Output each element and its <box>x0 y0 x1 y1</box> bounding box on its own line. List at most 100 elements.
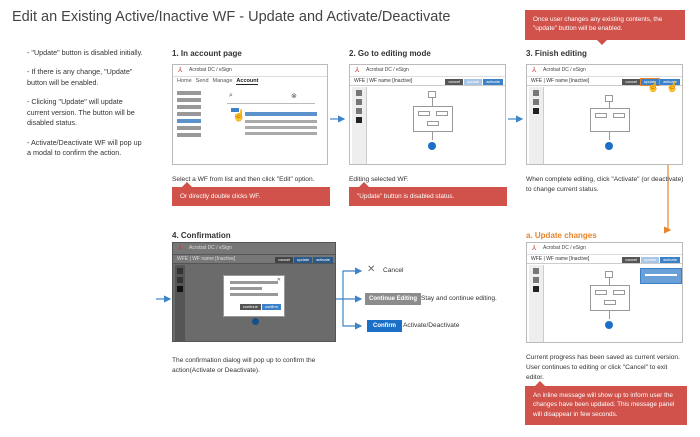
step2-header: 2. Go to editing mode <box>349 49 431 58</box>
flow-group[interactable] <box>413 106 453 132</box>
hand-cursor-icon: ☝ <box>666 82 679 93</box>
step3-desc: When complete editing, click "Activate" … <box>526 176 684 193</box>
step2-desc: Editing selected WF. <box>349 176 409 183</box>
outcome-continue-label: Stay and continue editing. <box>421 295 497 302</box>
acrobat-logo-icon: ⅄ <box>355 67 360 74</box>
table-row[interactable] <box>245 132 317 135</box>
hand-cursor-icon: ☝ <box>647 82 660 93</box>
table-row[interactable] <box>245 120 317 123</box>
activate-button[interactable]: activate <box>660 79 680 85</box>
cancel-button[interactable]: cancel <box>445 79 463 85</box>
hand-cursor-icon: ☝ <box>232 110 246 122</box>
note-item: - If there is any change, "Update" butto… <box>27 67 133 87</box>
update-button-enabled[interactable]: update <box>639 78 661 86</box>
flow-node[interactable] <box>595 290 607 295</box>
stepA-mockup: ⅄Acrobat DC / eSign WFE | WF name [Inact… <box>526 242 683 343</box>
nav-home[interactable]: Home <box>177 78 192 84</box>
settings-icon[interactable]: ⊗ <box>291 93 297 100</box>
edit-option[interactable] <box>231 108 239 112</box>
flow-end-dot <box>252 318 259 325</box>
step3-mockup: ⅄Acrobat DC / eSign WFE | WF name [Inact… <box>526 64 683 165</box>
flow-node[interactable] <box>604 300 616 305</box>
activate-button[interactable]: activate <box>313 257 333 263</box>
step4-desc: The confirmation dialog will pop up to c… <box>172 357 316 374</box>
close-icon[interactable]: ✕ <box>276 277 281 283</box>
flow-end-dot <box>605 321 613 329</box>
app-bar: ⅄Acrobat DC / eSign <box>527 243 682 255</box>
flow-end-dot <box>605 142 613 150</box>
update-button-disabled[interactable]: update <box>640 257 660 263</box>
search-icon[interactable]: ⌕ <box>229 92 233 99</box>
notes-list: - "Update" button is disabled initially.… <box>27 48 147 168</box>
activate-button[interactable]: activate <box>660 257 680 263</box>
step2-mockup: ⅄Acrobat DC / eSign WFE | WF name [Inact… <box>349 64 506 165</box>
confirm-outcome-button[interactable]: Confirm <box>367 320 402 332</box>
step4-mockup: ⅄Acrobat DC / eSign WFE | WF name [Inact… <box>172 242 336 342</box>
continue-button[interactable]: continue <box>239 304 261 310</box>
flow-end-dot <box>428 142 436 150</box>
step3-header: 3. Finish editing <box>526 49 587 58</box>
step4-header: 4. Confirmation <box>172 231 231 240</box>
outcome-confirm-label: Activate/Deactivate <box>403 322 460 329</box>
nav-manage[interactable]: Manage <box>212 78 233 84</box>
acrobat-logo-icon: ⅄ <box>178 245 183 252</box>
account-sidebar <box>177 91 201 151</box>
selected-wf-row[interactable] <box>245 112 317 116</box>
tool-panel <box>352 87 367 164</box>
stepA-desc: Current progress has been saved as curre… <box>526 354 680 381</box>
flow-node[interactable] <box>418 111 430 116</box>
arrow-to-cancel <box>336 267 363 300</box>
cancel-button[interactable]: cancel <box>275 257 293 263</box>
flow-node[interactable] <box>605 271 613 278</box>
flow-group[interactable] <box>590 285 630 311</box>
tool-panel <box>529 87 544 164</box>
step1-desc: Select a WF from list and then click "Ed… <box>172 176 315 183</box>
nav-account[interactable]: Account <box>236 78 259 85</box>
step1-header: 1. In account page <box>172 49 242 58</box>
stepA-callout: An inline message will show up to inform… <box>525 381 687 425</box>
flow-group[interactable] <box>590 108 630 132</box>
flow-node[interactable] <box>605 95 613 102</box>
app-bar: ⅄Acrobat DC / eSign <box>173 243 335 255</box>
note-item: - Clicking "Update" will update current … <box>27 97 135 128</box>
tool-panel <box>529 265 544 342</box>
flow-node[interactable] <box>436 111 448 116</box>
arrow-to-confirm <box>342 299 363 330</box>
cancel-x-icon: ✕ <box>367 264 376 275</box>
step1-callout: Or directly double clicks WF. <box>172 182 330 206</box>
app-bar: ⅄Acrobat DC / eSign <box>350 65 505 77</box>
acrobat-logo-icon: ⅄ <box>532 245 537 252</box>
cancel-button[interactable]: cancel <box>622 257 640 263</box>
flow-node[interactable] <box>595 113 607 118</box>
update-button-disabled[interactable]: update <box>463 79 483 85</box>
outcome-cancel-label: Cancel <box>383 267 404 274</box>
app-bar: ⅄Acrobat DC / eSign <box>173 65 327 77</box>
confirm-button[interactable]: confirm <box>261 304 281 310</box>
flow-node[interactable] <box>428 91 436 98</box>
activate-button[interactable]: activate <box>483 79 503 85</box>
flow-node[interactable] <box>613 113 625 118</box>
page-title: Edit an Existing Active/Inactive WF - Up… <box>12 9 451 25</box>
tool-panel <box>175 265 185 341</box>
flow-node[interactable] <box>427 121 439 126</box>
note-item: - Activate/Deactivate WF will pop up a m… <box>27 137 142 158</box>
step3-callout: Once user changes any existing contents,… <box>525 10 685 45</box>
table-row[interactable] <box>245 126 317 129</box>
acrobat-logo-icon: ⅄ <box>178 67 183 74</box>
cancel-button[interactable]: cancel <box>622 79 640 85</box>
update-button[interactable]: update <box>293 257 313 263</box>
note-item: - "Update" button is disabled initially. <box>27 48 143 57</box>
app-bar: ⅄Acrobat DC / eSign <box>527 65 682 77</box>
nav-send[interactable]: Send <box>195 78 209 84</box>
flow-node[interactable] <box>613 290 625 295</box>
acrobat-logo-icon: ⅄ <box>532 67 537 74</box>
stepA-header: a. Update changes <box>526 231 597 240</box>
continue-editing-button[interactable]: Continue Editing <box>365 293 421 305</box>
inline-message-panel <box>640 268 682 284</box>
